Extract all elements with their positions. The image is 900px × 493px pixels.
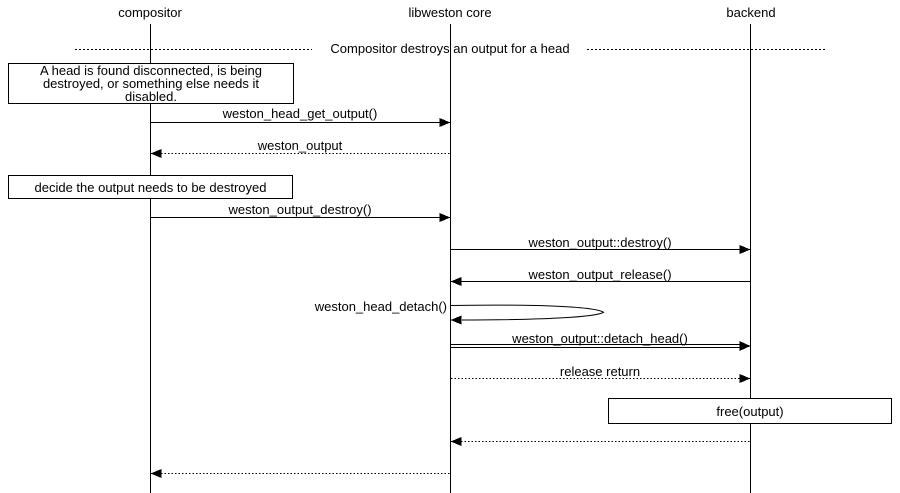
arrowhead-weston-output-destroy-vfunc [739,245,751,254]
actor-label-backend: backend [726,5,776,20]
arrow-weston-head-detach-self [450,304,605,321]
note-line: decide the output needs to be destroyed [34,179,267,195]
note-decide-destroy: decide the output needs to be destroyed [8,175,293,199]
arrowhead-return-to-libweston [450,437,462,446]
note-line: A head is found disconnected, is being [40,63,262,78]
arrowhead-release-return [739,374,751,383]
actor-label-libweston-core: libweston core [408,5,492,20]
note-free-output: free(output) [608,398,892,424]
message-label-weston-output-return: weston_output [257,138,343,153]
arrowhead-weston-head-detach-self [450,315,462,325]
arrowhead-weston-output-detach-head [739,341,751,351]
message-label-release-return: release return [559,364,641,379]
note-line: free(output) [716,403,784,419]
arrowhead-weston-head-get-output [439,118,451,127]
message-label-weston-output-destroy: weston_output_destroy() [228,202,372,217]
message-label-weston-head-detach: weston_head_detach() [314,299,447,314]
note-head-disconnected: A head is found disconnected, is being d… [8,63,294,104]
arrowhead-weston-output-destroy [439,213,451,222]
message-label-weston-output-destroy-vfunc: weston_output::destroy() [528,235,672,250]
note-line: destroyed, or something else needs it [42,76,260,91]
divider-label: Compositor destroys an output for a head [330,41,570,56]
message-label-weston-head-get-output: weston_head_get_output() [222,106,378,121]
actor-label-compositor: compositor [118,5,182,20]
message-label-weston-output-detach-head: weston_output::detach_head() [512,331,688,346]
arrowhead-weston-output-release [450,277,462,286]
arrowhead-return-to-compositor [150,469,162,478]
message-label-weston-output-release: weston_output_release() [528,267,672,282]
note-line: disabled. [124,89,178,104]
arrowhead-weston-output-return [150,149,162,158]
